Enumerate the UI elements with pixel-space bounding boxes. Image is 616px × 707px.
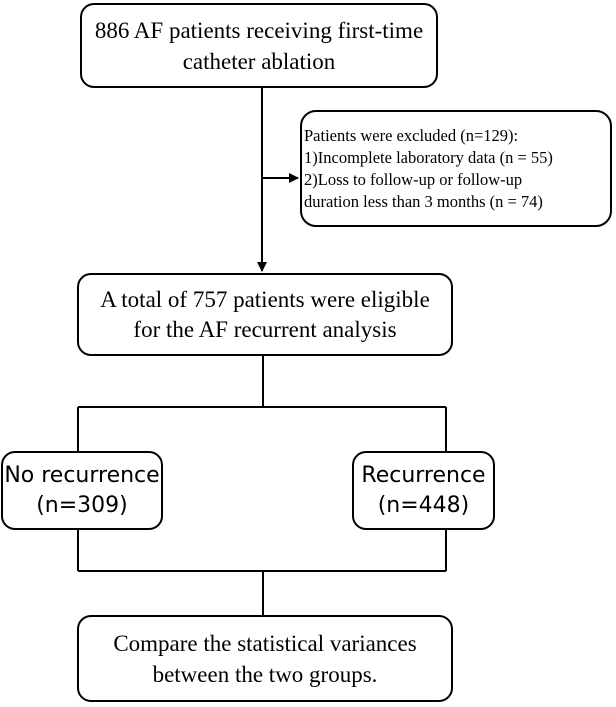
recurrence-box-line-1: Recurrence bbox=[361, 462, 486, 488]
exclusion-box: Patients were excluded (n=129): 1)Incomp… bbox=[300, 110, 612, 227]
compare-box-line-1: Compare the statistical variances bbox=[113, 630, 417, 656]
start-box-line-1: 886 AF patients receiving first-time bbox=[94, 17, 424, 43]
no-recurrence-box: No recurrence (n=309) bbox=[1, 451, 163, 530]
exclusion-box-line-3: 2)Loss to follow-up or follow-up bbox=[304, 169, 523, 189]
exclusion-box-line-2: 1)Incomplete laboratory data (n = 55) bbox=[304, 147, 553, 167]
no-recurrence-box-line-2: (n=309) bbox=[36, 492, 128, 518]
recurrence-box: Recurrence (n=448) bbox=[352, 451, 495, 530]
eligible-box-line-2: for the AF recurrent analysis bbox=[133, 316, 397, 342]
compare-box: Compare the statistical variances betwee… bbox=[77, 615, 453, 702]
recurrence-box-line-2: (n=448) bbox=[377, 492, 470, 518]
exclusion-box-line-1: Patients were excluded (n=129): bbox=[304, 125, 519, 145]
start-box-line-2: catheter ablation bbox=[182, 48, 336, 74]
exclusion-box-line-4: duration less than 3 months (n = 74) bbox=[304, 191, 543, 211]
compare-box-line-2: between the two groups. bbox=[152, 661, 378, 687]
eligible-box-line-1: A total of 757 patients were eligible bbox=[100, 286, 430, 312]
eligible-box: A total of 757 patients were eligible fo… bbox=[77, 273, 453, 356]
start-box: 886 AF patients receiving first-time cat… bbox=[80, 3, 438, 88]
no-recurrence-box-line-1: No recurrence bbox=[4, 462, 160, 488]
